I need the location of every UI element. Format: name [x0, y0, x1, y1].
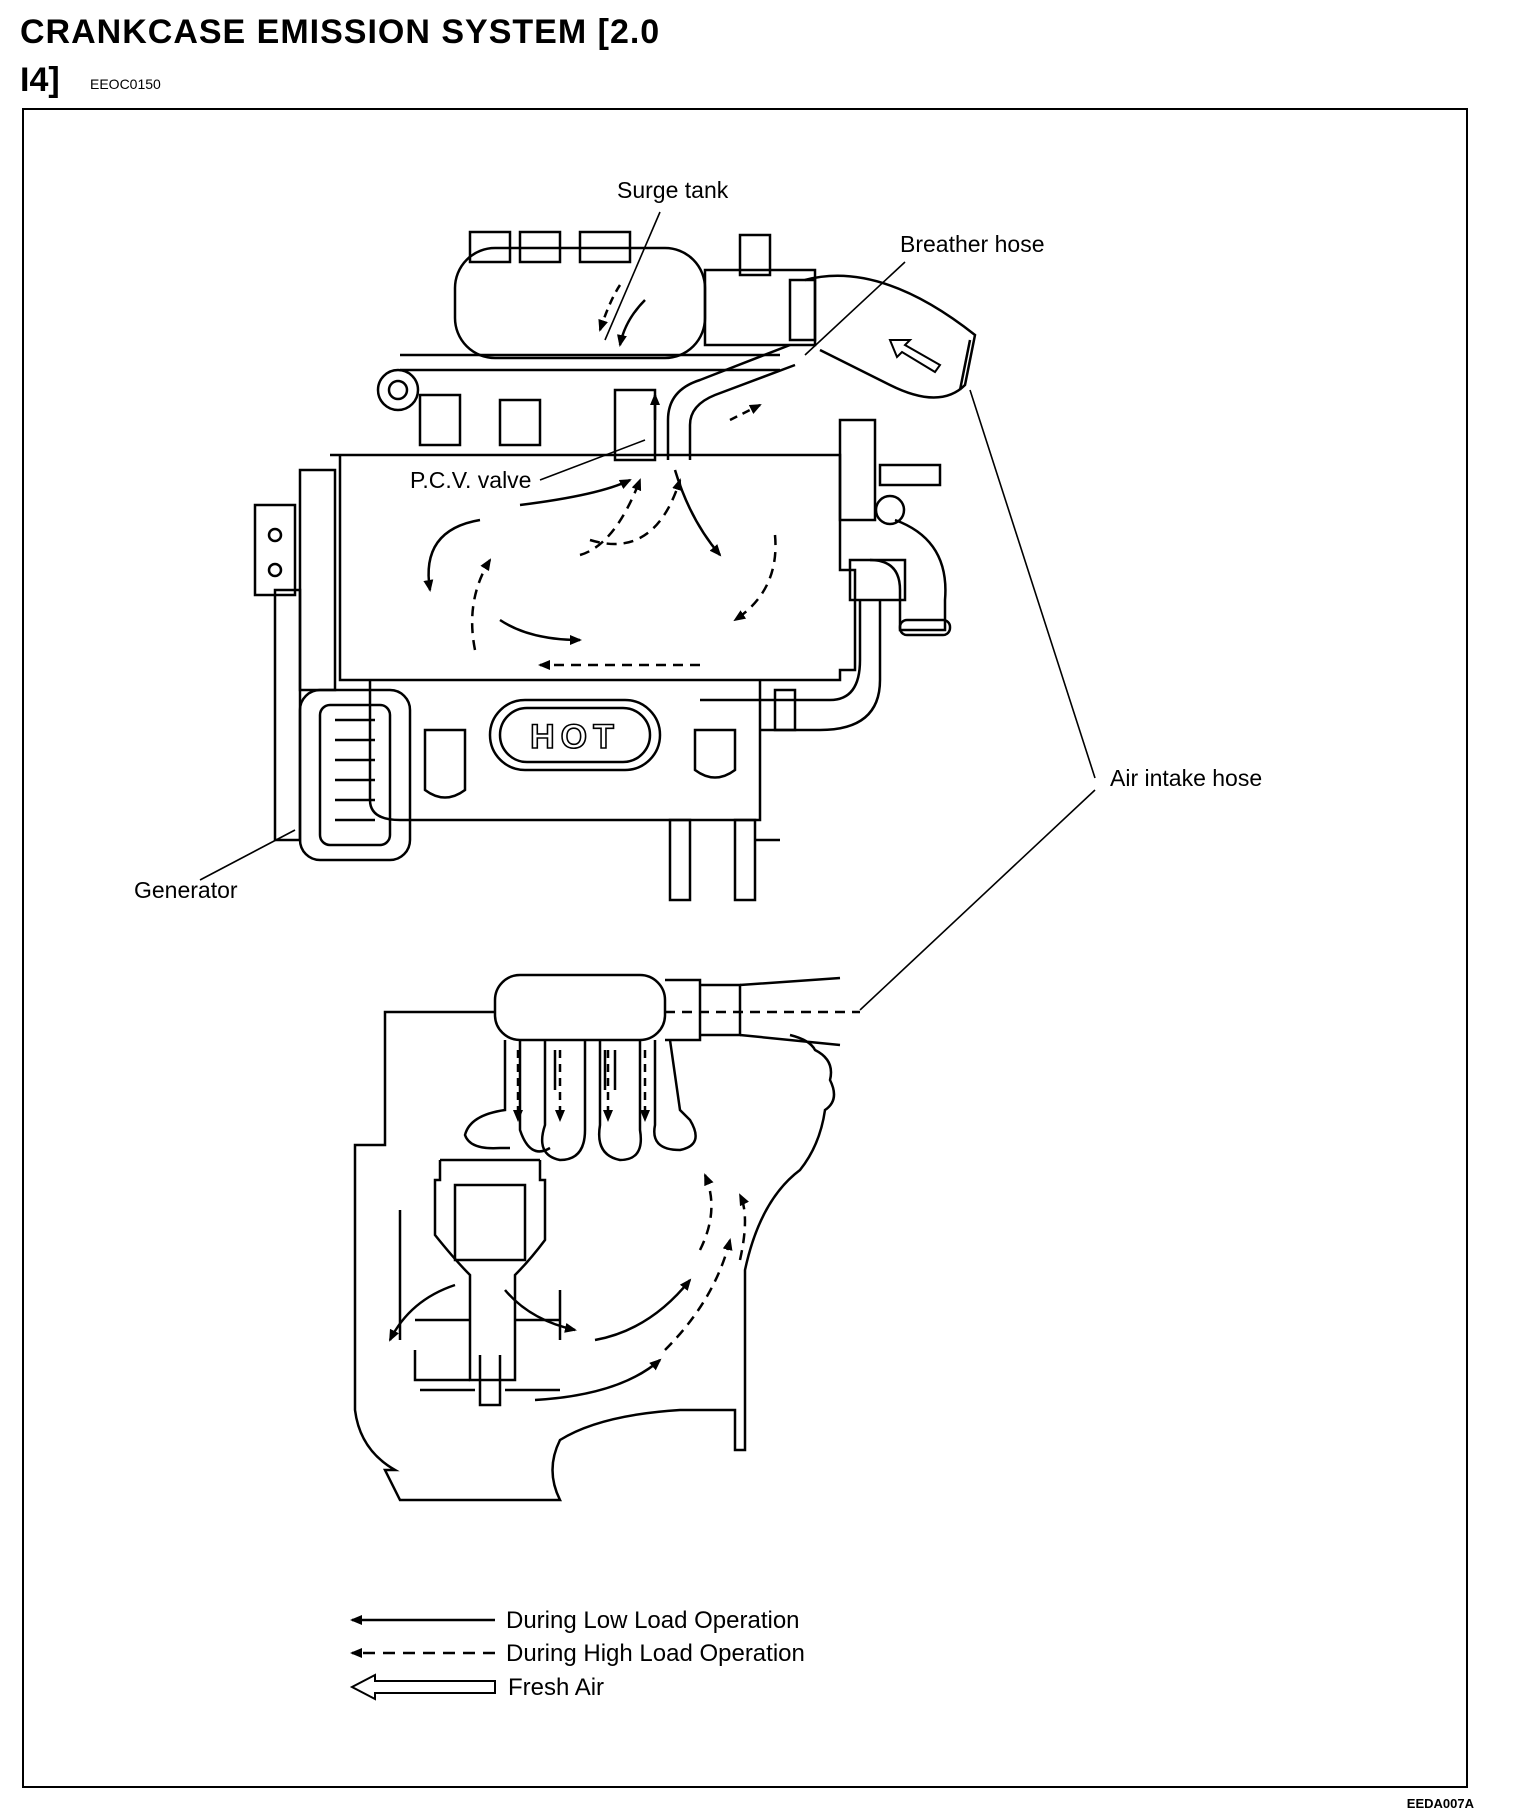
- legend-low-load-label: During Low Load Operation: [506, 1607, 800, 1634]
- label-breather-hose: Breather hose: [900, 231, 1044, 257]
- leader-lines: [199, 211, 1096, 1011]
- legend-fresh-air-label: Fresh Air: [508, 1674, 604, 1701]
- label-surge-tank: Surge tank: [617, 177, 729, 203]
- label-pcv-valve: P.C.V. valve: [410, 467, 531, 493]
- legend-high-load: During High Load Operation: [350, 1640, 805, 1667]
- top-view-flow-arrows: [423, 284, 942, 670]
- page-title: CRANKCASE EMISSION SYSTEM [2.0: [20, 13, 661, 51]
- legend-fresh-air: Fresh Air: [349, 1673, 604, 1701]
- legend-high-load-label: During High Load Operation: [506, 1640, 805, 1667]
- crankcase-schematic: [353, 973, 860, 1502]
- schematic-flow-arrows: [388, 1050, 749, 1402]
- figure-code: EEDA007A: [1406, 1796, 1474, 1811]
- label-generator: Generator: [134, 877, 238, 903]
- legend-low-load: During Low Load Operation: [350, 1607, 800, 1634]
- legend: During Low Load Operation During High Lo…: [349, 1607, 805, 1701]
- engine-top-view: [253, 230, 977, 902]
- figure-frame: [22, 108, 1468, 1788]
- label-air-intake-hose: Air intake hose: [1110, 765, 1262, 791]
- section-code: EEOC0150: [90, 76, 161, 92]
- page-title-continued: I4]: [20, 61, 60, 99]
- hot-badge-text: HOT: [530, 718, 620, 756]
